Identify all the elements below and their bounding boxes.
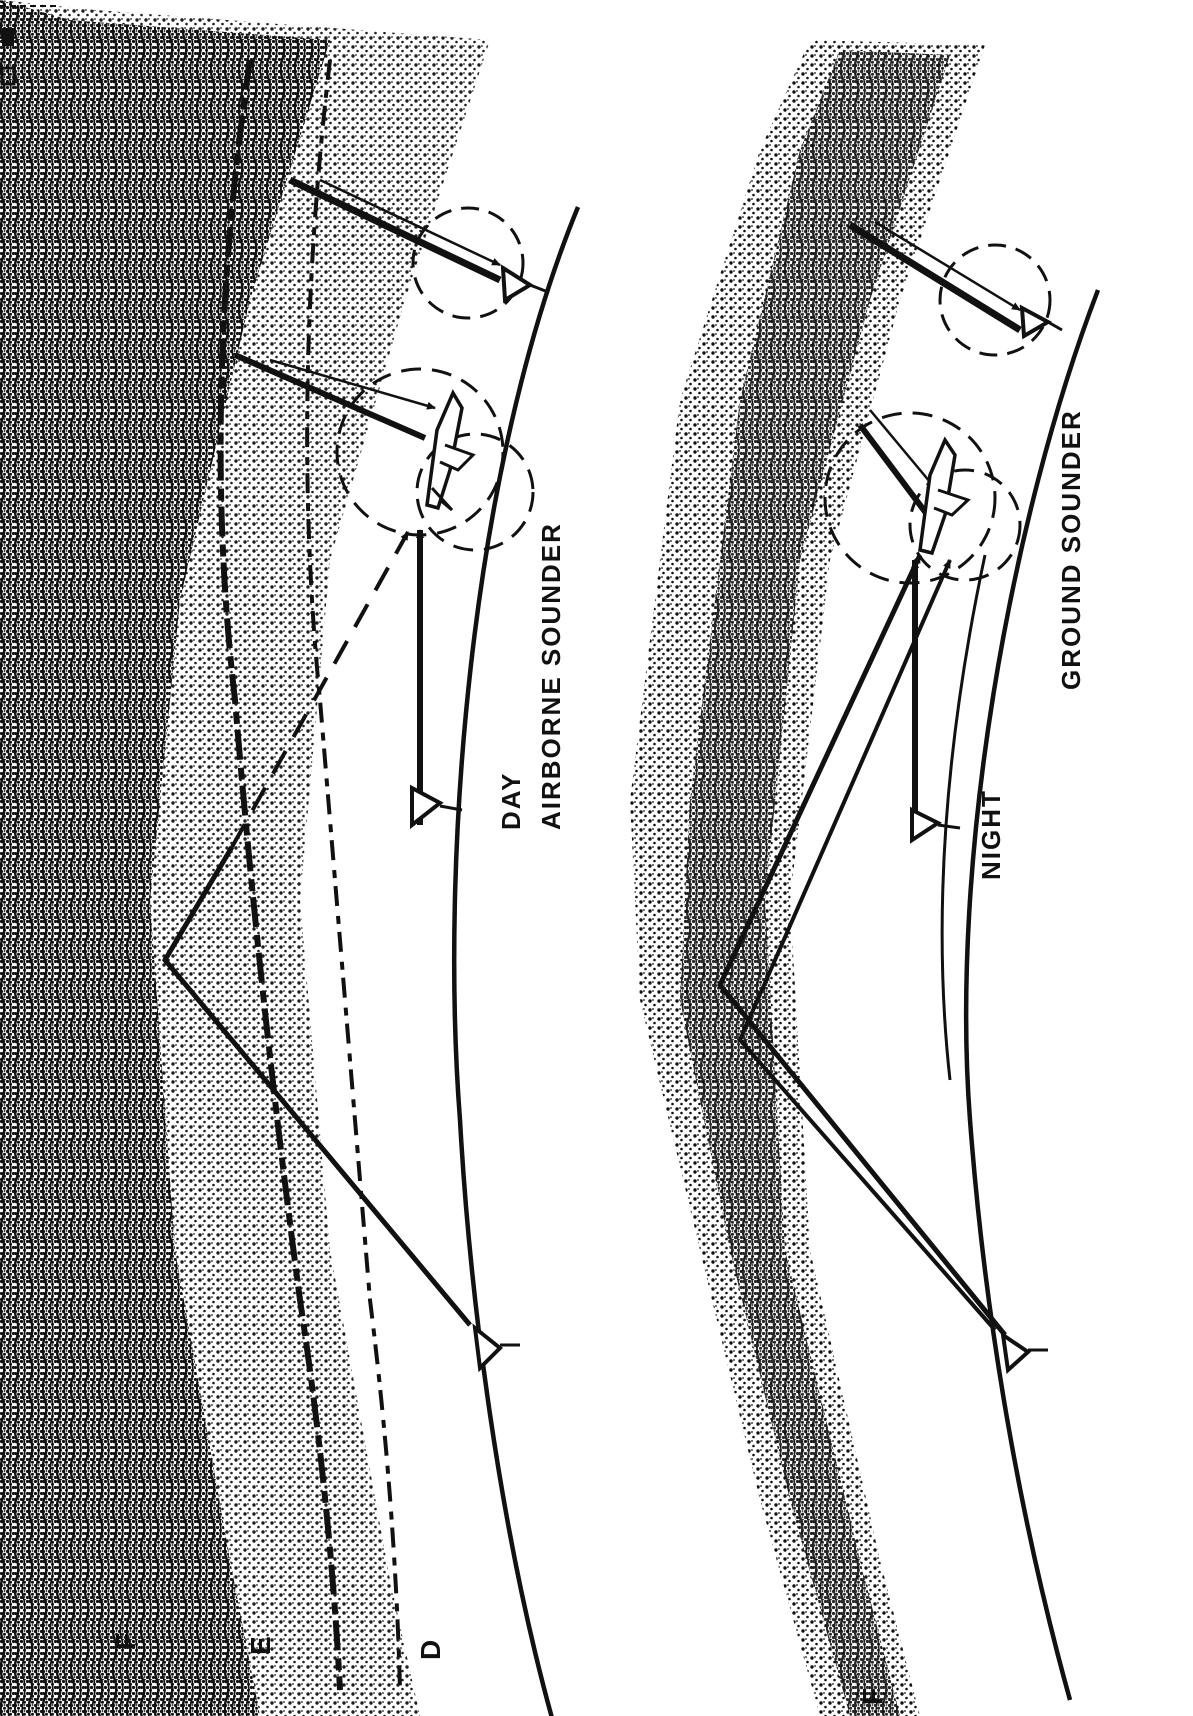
day-layer-label-f: F — [110, 1631, 141, 1650]
night-condition-label: NIGHT — [976, 789, 1006, 880]
night-layer-label-f: F — [857, 1686, 888, 1705]
day-station-icon-top — [503, 268, 548, 300]
day-earth-surface — [454, 207, 578, 1716]
day-aircraft-icon — [427, 393, 473, 510]
day-condition-label: DAY — [496, 771, 526, 830]
day-station-icon-middle — [412, 788, 462, 825]
night-station-icon-bottom — [1003, 1335, 1048, 1370]
night-panel: NIGHT GROUND SOUNDER F — [630, 40, 1098, 1716]
night-station-icon-middle — [912, 810, 960, 840]
day-station-icon-bottom — [475, 1328, 520, 1368]
day-sounder-label: AIRBORNE SOUNDER — [536, 522, 566, 830]
day-panel: DAY AIRBORNE SOUNDER F E D — [0, 0, 578, 1716]
night-station-icon-top — [1022, 308, 1062, 336]
night-aircraft-icon — [920, 440, 968, 553]
day-layer-label-e: E — [245, 1634, 276, 1655]
night-sounder-label: GROUND SOUNDER — [1056, 409, 1086, 690]
night-dashed-circle-station — [940, 245, 1050, 355]
day-layer-label-d: D — [415, 1638, 446, 1660]
